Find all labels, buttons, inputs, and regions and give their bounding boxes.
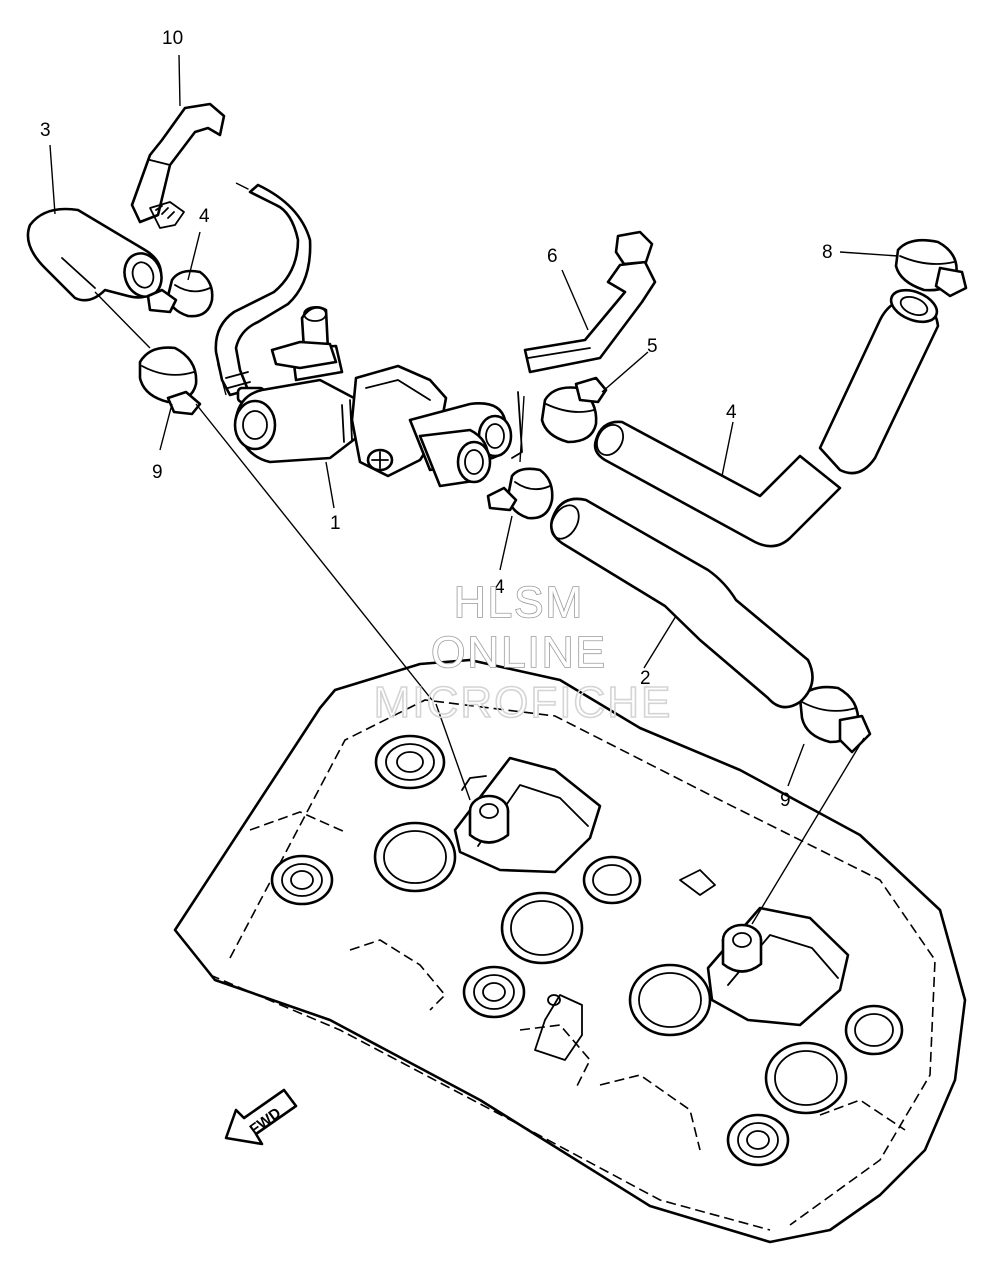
callout-9-right: 9 (780, 790, 791, 811)
callout-5: 4 (726, 402, 737, 423)
callout-1: 1 (330, 513, 341, 534)
part-1-air-cutoff-valve (214, 182, 523, 488)
watermark-line-2: ONLINE (431, 628, 607, 677)
callout-3: 3 (40, 120, 51, 141)
plug-hole-10 (726, 1113, 790, 1167)
part-2-hose (550, 497, 814, 709)
part-5-hose (593, 288, 940, 548)
leader-lines (49, 54, 899, 925)
plug-hole-6 (462, 965, 526, 1019)
callout-10: 10 (162, 28, 183, 49)
part-10-bracket (130, 102, 226, 229)
callout-9-left: 9 (152, 462, 163, 483)
callout-2: 2 (640, 668, 651, 689)
plug-hole-9 (764, 1041, 848, 1115)
spark-plug-holes (270, 734, 904, 1167)
part-3-hose (26, 207, 163, 302)
part-8-clamp (894, 238, 968, 298)
callout-6: 5 (647, 336, 658, 357)
fwd-arrow-icon: FWD (224, 1088, 298, 1146)
plug-hole-3 (270, 854, 334, 906)
plug-hole-8 (844, 1004, 904, 1056)
reed-valve-cover-right (706, 906, 850, 1027)
part-6-clamp (540, 376, 608, 444)
plug-hole-2 (373, 821, 457, 893)
part-4-clamp-lower (486, 467, 554, 520)
part-9-clamp-right (798, 685, 872, 754)
plug-hole-4 (500, 891, 584, 965)
watermark: HLSM ONLINE MICROFICHE (373, 577, 673, 728)
callout-8: 8 (822, 242, 833, 263)
callout-4-upper: 4 (199, 206, 210, 227)
part-9-clamp-left (138, 346, 202, 416)
part-7-bracket (523, 230, 657, 374)
callout-4-lower: 4 (494, 577, 505, 598)
watermark-line-1: HLSM (454, 578, 584, 627)
plug-hole-1 (374, 734, 446, 790)
callout-7: 6 (547, 246, 558, 267)
watermark-line-3: MICROFICHE (374, 678, 673, 727)
plug-hole-5 (582, 855, 642, 905)
callout-labels: 10 3 4 6 8 5 4 9 1 4 2 9 (40, 28, 833, 811)
reed-valve-cover-left (453, 756, 602, 874)
plug-hole-7 (628, 963, 712, 1037)
